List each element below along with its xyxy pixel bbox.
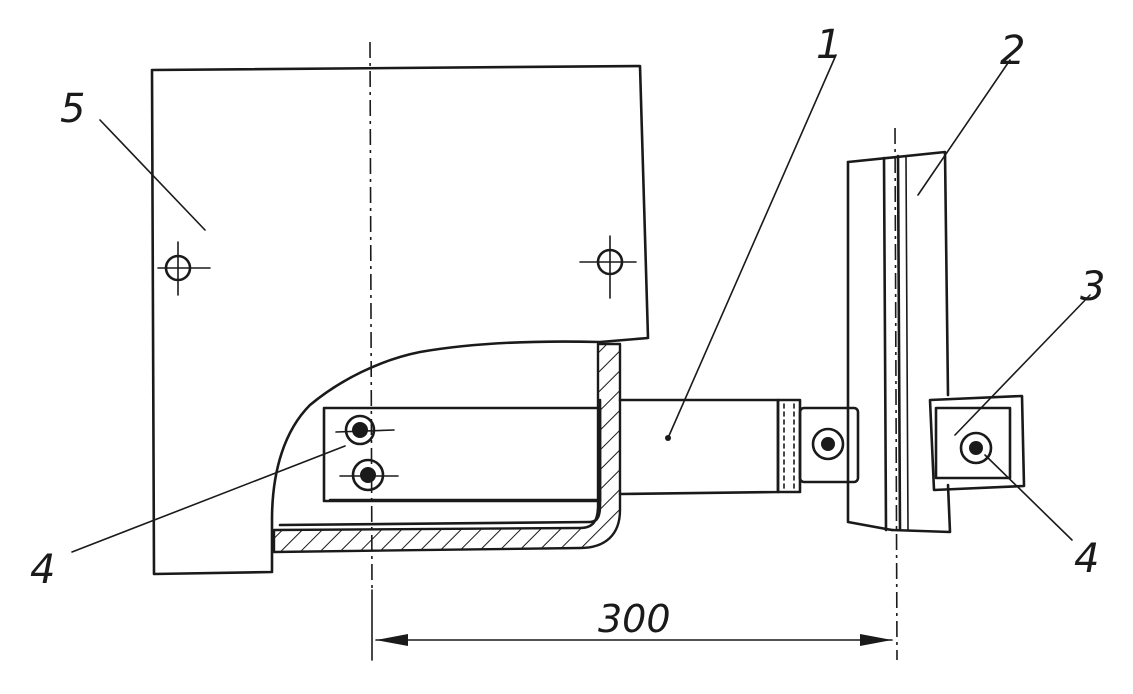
label-part-1: 1	[816, 22, 841, 68]
clamp-plate-left	[322, 406, 602, 503]
label-part-3: 3	[1080, 264, 1105, 310]
dimension-value: 300	[598, 597, 671, 641]
plate-part-5	[150, 64, 650, 576]
screw-left-lower	[339, 458, 399, 492]
bracket-section	[272, 342, 622, 554]
hole-left	[157, 241, 211, 296]
screw-right	[959, 431, 993, 465]
clamp-block-middle	[798, 406, 860, 484]
label-part-4-left: 4	[30, 547, 55, 593]
label-part-4-right: 4	[1074, 536, 1099, 582]
screw-left-upper	[335, 414, 395, 446]
label-part-5: 5	[60, 86, 85, 132]
center-line-column	[894, 127, 898, 661]
hole-right	[579, 235, 637, 299]
column-part-2	[846, 150, 952, 534]
label-part-2: 2	[1000, 28, 1025, 74]
arm-part-1	[618, 398, 802, 496]
leaders	[71, 54, 1091, 553]
center-line-plate	[369, 41, 373, 591]
dimension-line	[371, 589, 893, 661]
channel-inner	[278, 398, 602, 527]
leader-dot-1	[665, 435, 671, 441]
screw-middle	[811, 427, 845, 461]
